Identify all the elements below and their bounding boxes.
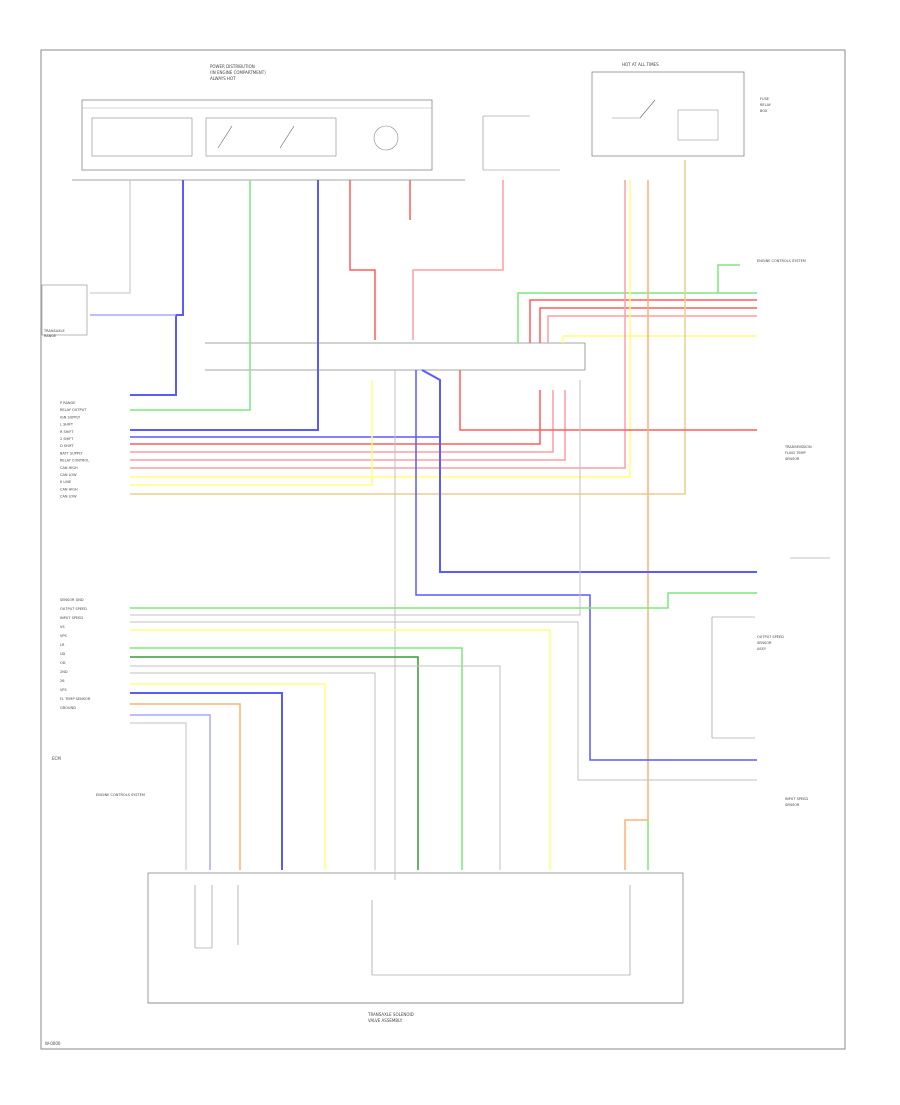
wire: [130, 592, 757, 609]
wire: [130, 390, 566, 461]
pin-label: CAN HIGH: [60, 466, 78, 470]
pin-label: LR: [60, 643, 65, 647]
pin-label: BATT SUPPLY: [60, 451, 83, 455]
svg-text:TRANSAXLE SOLENOID: TRANSAXLE SOLENOID: [367, 1012, 414, 1017]
top-right-relay-box: HOT AT ALL TIMES FUSE RELAY BOX: [591, 62, 772, 157]
pin-label: 26: [60, 679, 64, 683]
output-speed-label-2: SENSOR: [757, 641, 772, 645]
engine-controls-label-2: ENGINE CONTROLS SYSTEM: [96, 793, 145, 797]
trans-temp-label-2: FLUID TEMP: [785, 451, 806, 455]
ecm-label: ECM: [52, 756, 61, 761]
wire: [130, 390, 554, 453]
pin-label: OD: [60, 661, 66, 665]
pin-label: R SHIFT: [60, 430, 74, 434]
wire: [562, 335, 757, 343]
pin-label: OUTPUT SPEED: [60, 607, 87, 611]
wire: [130, 160, 686, 495]
wire: [130, 180, 251, 411]
wire: [130, 621, 757, 781]
pin-label: VFS: [60, 688, 67, 692]
pin-label: RELAY OUTPUT: [60, 408, 87, 412]
wire: [130, 683, 326, 870]
connector-row: [205, 342, 586, 371]
trans-temp-label-3: SENSOR: [785, 457, 800, 461]
wire: [130, 714, 211, 870]
wire: [130, 380, 373, 486]
wire: [130, 703, 241, 870]
wire: [130, 390, 541, 445]
wire: [130, 692, 283, 870]
wire: [130, 180, 631, 478]
outer-frame: [40, 49, 846, 1050]
pin-label: INPUT SPEED: [60, 616, 83, 620]
footer-code: W-0000: [45, 1041, 61, 1046]
pin-label: FL TEMP SENSOR: [60, 697, 91, 701]
wire: [130, 647, 463, 870]
pin-label: VPS: [60, 634, 68, 638]
wire: [529, 299, 757, 343]
pin-label: D SHIFT: [60, 444, 75, 448]
input-speed-label-1: INPUT SPEED: [785, 797, 808, 801]
wire: [517, 292, 757, 343]
pin-label: IGN SUPPLY: [60, 415, 81, 419]
pin-label: UD: [60, 652, 66, 656]
wire: [130, 180, 184, 396]
ecm-pin-list-2: SENSOR GND OUTPUT SPEED INPUT SPEED VS VPS LR…: [60, 598, 91, 710]
left-module-box: TRANSAXLE RANGE: [41, 284, 88, 338]
svg-text:TRANSAXLE: TRANSAXLE: [43, 329, 65, 333]
pin-label: GROUND: [60, 706, 76, 710]
pin-label: L SHIFT: [60, 423, 74, 427]
pin-label: RELAY CONTROL: [60, 459, 89, 463]
wire: [717, 264, 740, 293]
output-speed-label-3: ASSY: [757, 647, 767, 651]
output-speed-label-1: OUTPUT SPEED: [757, 635, 784, 639]
svg-text:RELAY: RELAY: [760, 103, 772, 107]
wire: [130, 180, 319, 431]
mid-fuse-box: [482, 115, 560, 171]
svg-text:POWER DISTRIBUTION: POWER DISTRIBUTION: [210, 64, 255, 69]
trans-temp-label-1: TRANSMISSION: [784, 445, 812, 449]
pin-label: 2ND: [60, 670, 68, 674]
pin-label: CAN LOW: [60, 473, 77, 477]
wire: [130, 629, 551, 870]
pin-label: P RANGE: [60, 401, 75, 405]
svg-text:(IN ENGINE COMPARTMENT): (IN ENGINE COMPARTMENT): [210, 70, 266, 75]
svg-text:HOT AT ALL TIMES: HOT AT ALL TIMES: [622, 62, 659, 67]
top-fuse-box: POWER DISTRIBUTION (IN ENGINE COMPARTMEN…: [72, 64, 465, 181]
svg-text:FUSE: FUSE: [760, 97, 769, 101]
wire: [459, 370, 757, 431]
pin-label: CAN HIGH: [60, 487, 78, 491]
svg-text:VALVE ASSEMBLY: VALVE ASSEMBLY: [368, 1018, 403, 1023]
output-speed-bracket: [711, 557, 830, 739]
wire: [130, 380, 581, 616]
pin-label: CAN LOW: [60, 495, 77, 499]
wire: [421, 369, 757, 573]
solenoid-valve-box: TRANSAXLE SOLENOID VALVE ASSEMBLY: [147, 872, 684, 1023]
engine-controls-label-1: ENGINE CONTROLS SYSTEM: [757, 259, 806, 263]
wire: [130, 672, 376, 870]
svg-text:ALWAYS HOT: ALWAYS HOT: [210, 76, 236, 81]
svg-text:BOX: BOX: [760, 109, 768, 113]
ecm-pin-list-1: P RANGE RELAY OUTPUT IGN SUPPLY L SHIFT R SH…: [60, 401, 89, 499]
pin-label: 2 SHIFT: [60, 437, 74, 441]
wire: [349, 180, 376, 340]
pin-label: SENSOR GND: [60, 598, 84, 602]
pin-label: VS: [60, 625, 65, 629]
wires: [90, 160, 757, 880]
wire: [130, 722, 187, 870]
wire: [90, 180, 131, 294]
svg-text:RANGE: RANGE: [44, 334, 56, 338]
wire: [130, 180, 626, 469]
wire: [415, 370, 757, 761]
wire: [130, 656, 419, 870]
input-speed-label-2: SENSOR: [785, 803, 800, 807]
wire: [412, 180, 504, 340]
wire: [130, 665, 501, 870]
wire: [624, 819, 648, 870]
wire: [547, 315, 757, 343]
pin-label: K LINE: [60, 480, 71, 484]
